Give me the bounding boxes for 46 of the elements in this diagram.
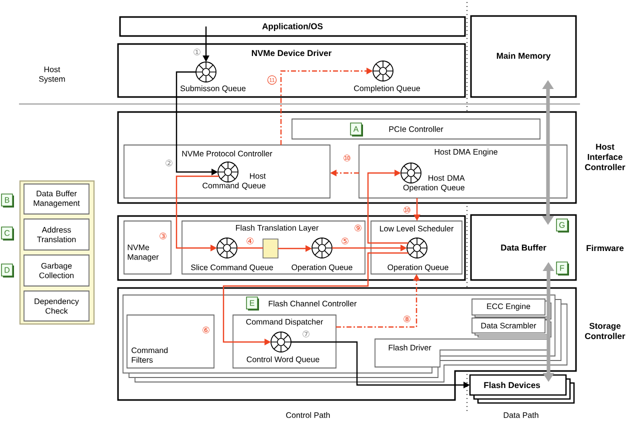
module-box: Data Scrambler [472, 318, 552, 338]
queue-label: Completion Queue [354, 85, 420, 93]
section-label: Control Path [286, 412, 330, 418]
letter-tag: B [1, 194, 14, 208]
section-label: Storage Controller [585, 322, 626, 340]
device-stack: Flash Devices [469, 374, 575, 404]
layer-box: Application/OS [119, 16, 466, 37]
section-label: Data Path [504, 412, 538, 418]
queue-label: Slice Command Queue [191, 264, 273, 272]
arrow [367, 170, 408, 244]
module-box: Address Translation [24, 218, 90, 250]
step-number: ⑥ [202, 326, 210, 334]
module-box: ECC Engine [472, 298, 552, 320]
queue-label: Submisson Queue [180, 85, 246, 93]
queue-label: Host Command Queue [202, 173, 266, 190]
entry-box [262, 238, 278, 258]
letter-tag: D [1, 264, 14, 278]
step-number: ⑧ [404, 316, 410, 322]
step-number: ⑨ [354, 224, 362, 232]
arrow [176, 176, 219, 252]
letter-tag: G [556, 218, 569, 232]
queue-label: Operation Queue [388, 264, 448, 272]
letter-tag: C [1, 226, 14, 240]
letter-tag: F [556, 262, 569, 276]
arrow [222, 252, 408, 346]
step-number: ④ [246, 238, 254, 244]
memory-box: Main Memory [470, 15, 577, 98]
queue-label: Control Word Queue [246, 356, 320, 364]
module-box: Garbage Collection [24, 254, 90, 286]
module-box: Data Buffer Management [24, 184, 90, 214]
step-number: ② [166, 160, 172, 166]
section-label: Host System [39, 66, 65, 84]
step-number: ⑤ [342, 238, 348, 244]
queue-label: Host DMA Operation Queue [403, 175, 465, 192]
module-box: Dependency Check [24, 290, 90, 322]
queue-label: Operation Queue [292, 264, 352, 272]
letter-tag: E [246, 296, 259, 310]
step-number: ① [194, 48, 200, 56]
letter-tag: A [350, 122, 363, 136]
step-number: ⑩ [344, 154, 350, 162]
section-label: Host Interface Controller [585, 144, 626, 170]
step-number: ⑩ [404, 206, 410, 214]
connector-line [237, 247, 263, 249]
step-number: ⑦ [302, 330, 310, 338]
step-number: ③ [160, 232, 166, 240]
section-label: Firmware [586, 244, 624, 252]
